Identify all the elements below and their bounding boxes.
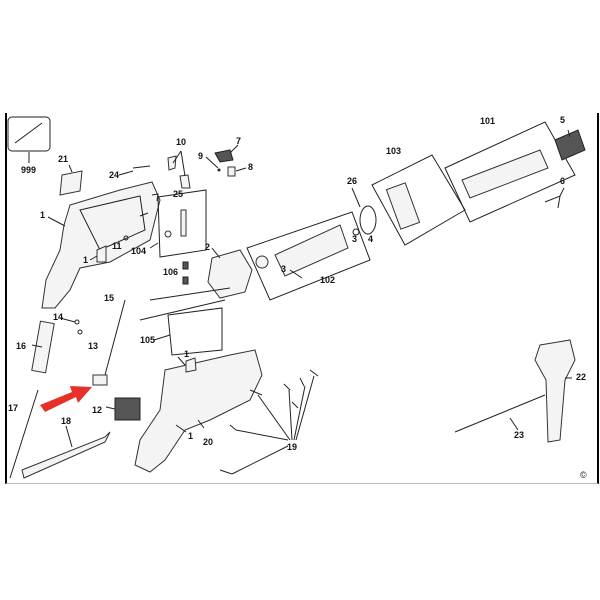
part-23-depth-rod [454,394,546,433]
part-label-17: 17 [8,403,19,413]
part-label-9: 9 [198,151,204,161]
part-label-5: 5 [560,115,566,125]
part-label-19: 19 [287,442,298,452]
part-label-13: 13 [88,341,99,351]
group-101-box [444,121,576,223]
part-label-999: 999 [21,165,37,175]
highlight-arrow [40,386,92,412]
part-label-3-b: 3 [281,264,287,274]
part-label-1-b: 1 [83,255,89,265]
part-2-stator [207,249,253,299]
part-label-3-a: 3 [352,234,358,244]
part-label-1-a: 1 [40,210,46,220]
part-label-18: 18 [61,416,72,426]
part-label-4: 4 [368,234,374,244]
part-label-15: 15 [104,293,115,303]
diagram-frame [5,113,599,484]
part-label-102: 102 [320,275,336,285]
part-label-6: 6 [560,176,566,186]
part-label-26: 26 [347,176,358,186]
part-label-1-c: 1 [184,349,190,359]
accessory-box-999 [7,116,51,152]
part-label-22: 22 [576,372,587,382]
part-label-103: 103 [386,146,402,156]
part-label-104: 104 [131,246,147,256]
part-label-20: 20 [203,437,214,447]
part-1-housing-right [134,349,263,473]
group-104-box [157,189,207,258]
part-label-21: 21 [58,154,69,164]
part-12-switch [114,397,141,421]
group-103-box [371,154,466,246]
part-label-106: 106 [163,267,179,277]
group-105-box [167,307,223,356]
part-21-label [59,170,83,196]
group-102-box [246,211,371,301]
part-5-chuck [554,129,586,161]
part-label-16: 16 [16,341,27,351]
part-label-1-d: 1 [188,431,194,441]
part-label-25: 25 [173,189,184,199]
part-label-11: 11 [112,241,122,251]
part-22-side-handle [534,339,576,443]
part-label-24: 24 [109,170,120,180]
part-label-7: 7 [236,136,242,146]
part-1-housing-half [41,181,161,309]
part-label-10: 10 [176,137,187,147]
part-label-101: 101 [480,116,496,126]
copyright-mark: © [580,470,587,480]
part-label-105: 105 [140,335,156,345]
part-label-23: 23 [514,430,525,440]
part-label-12: 12 [92,405,103,415]
part-label-14: 14 [53,312,64,322]
part-label-8: 8 [248,162,254,172]
part-label-2: 2 [205,242,211,252]
